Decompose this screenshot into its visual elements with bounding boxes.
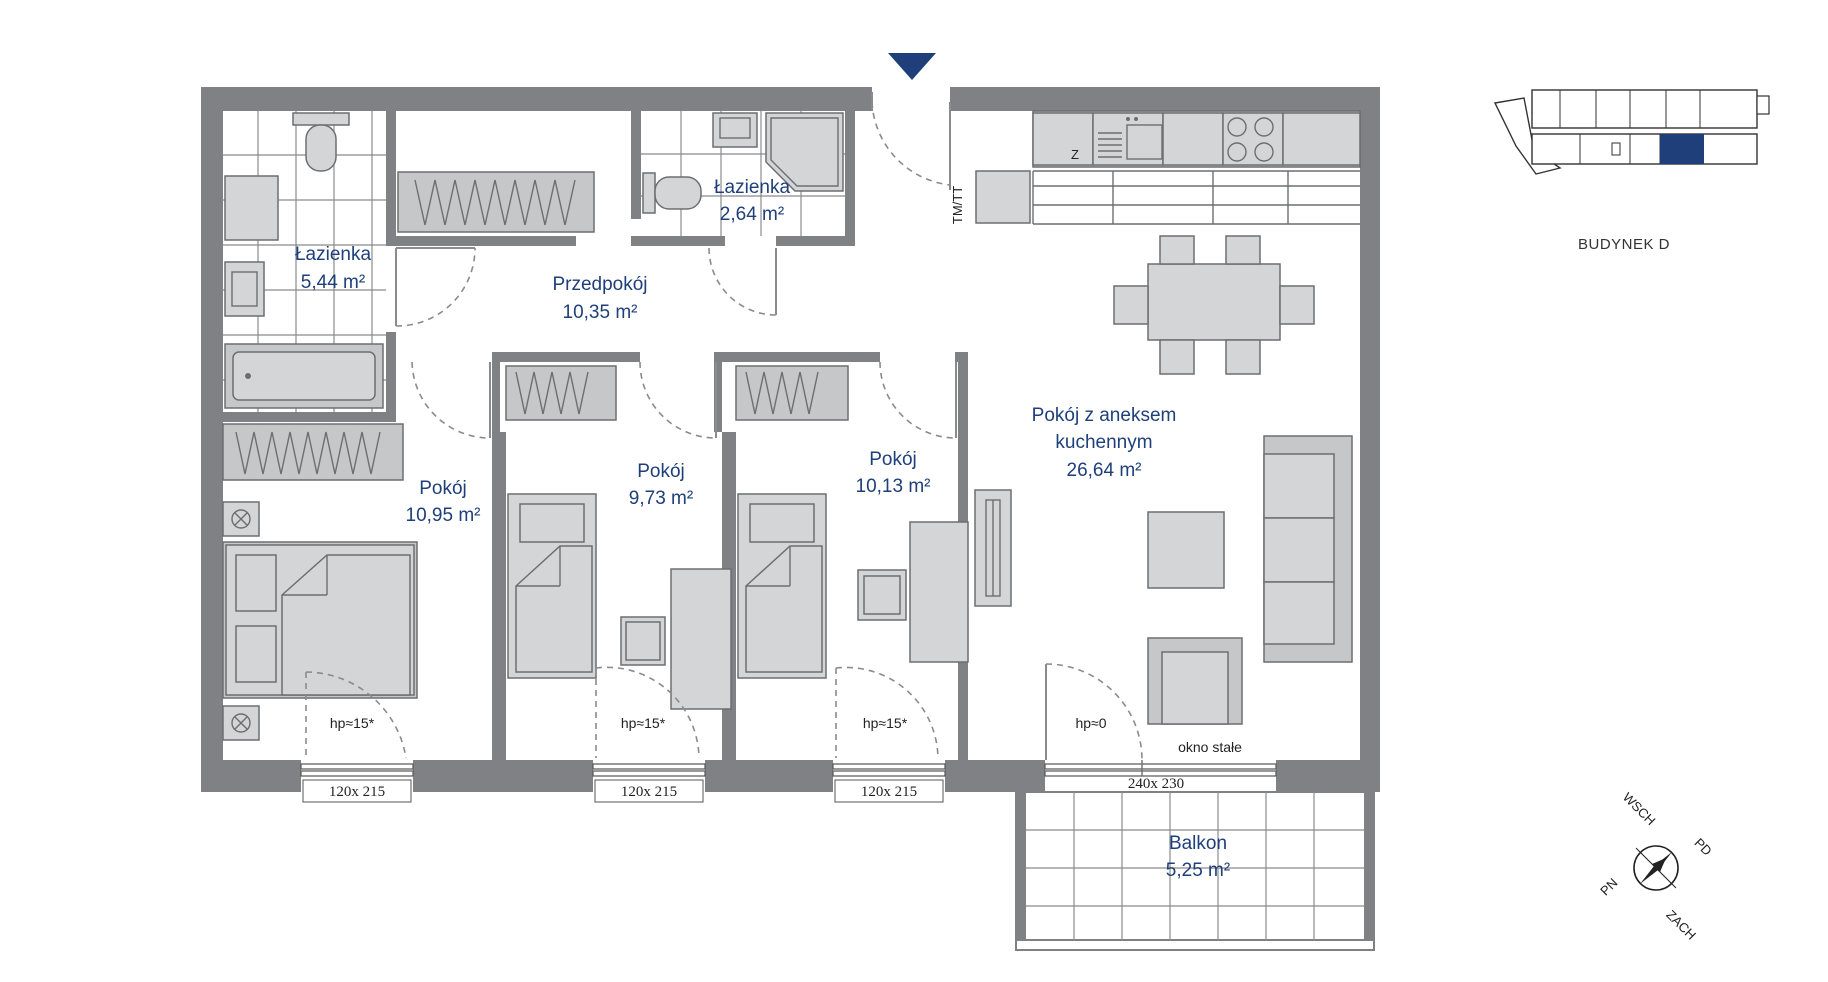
highlighted-apartment [1660, 134, 1704, 164]
bath1-area: 5,44 m² [301, 272, 365, 293]
balcony-area: 5,25 m² [1166, 860, 1230, 881]
room1-name: Pokój [419, 478, 467, 499]
room3-name: Pokój [869, 449, 917, 470]
room2-window-swing [595, 666, 700, 759]
room1-area: 10,95 m² [406, 505, 481, 526]
window4-size: 240x 230 [1128, 776, 1184, 792]
bath-cabinet [224, 175, 279, 241]
compass-w: ZACH [1663, 907, 1699, 943]
sink-icon [224, 261, 265, 317]
compass-icon [1633, 845, 1679, 891]
room-3-furniture [735, 365, 1012, 679]
shower-icon [765, 112, 844, 192]
bath2-name: Łazienka [714, 177, 790, 198]
balcony-name: Balkon [1169, 833, 1227, 854]
room2-name: Pokój [637, 461, 685, 482]
room1-window-swing [305, 671, 407, 759]
toilet-2-icon [642, 172, 656, 214]
wardrobe-hall [397, 171, 595, 233]
living-name-2: kuchennym [1055, 432, 1152, 453]
window2-size: 120x 215 [621, 784, 677, 800]
living-name-1: Pokój z aneksem [1032, 405, 1177, 426]
shaft-mark: TM/TT [950, 186, 965, 224]
hall-area: 10,35 m² [563, 302, 638, 323]
bathroom-2 [641, 111, 845, 236]
fridge-mark: Z [1071, 147, 1079, 162]
room3-window-swing [835, 666, 939, 759]
building-label: BUDYNEK D [1578, 236, 1670, 253]
window3-size: 120x 215 [861, 784, 917, 800]
window1-size: 120x 215 [329, 784, 385, 800]
compass-n: PN [1597, 875, 1620, 898]
balcony [1015, 791, 1375, 951]
bathroom-1 [223, 111, 386, 412]
window4-hp: hp≈0 [1075, 715, 1106, 731]
entrance-arrow-icon [888, 53, 936, 80]
window3-hp: hp≈15* [863, 715, 908, 731]
room-1-furniture [222, 423, 418, 741]
building-key-plan [1493, 89, 1770, 175]
kitchen-furniture [975, 110, 1361, 725]
compass-s: PD [1691, 835, 1714, 858]
hall-name: Przedpokój [552, 274, 647, 295]
bath2-area: 2,64 m² [720, 204, 784, 225]
window2-hp: hp≈15* [621, 715, 666, 731]
room-2-furniture [505, 365, 732, 710]
window4-note: okno stałe [1178, 739, 1242, 755]
toilet-icon [292, 112, 350, 126]
doors [395, 92, 957, 439]
window1-hp: hp≈15* [330, 715, 375, 731]
bath1-name: Łazienka [295, 244, 371, 265]
compass-e: WSCH [1620, 789, 1659, 828]
room2-area: 9,73 m² [629, 488, 693, 509]
windows [300, 760, 1277, 803]
living-area: 26,64 m² [1067, 460, 1142, 481]
room3-area: 10,13 m² [856, 476, 931, 497]
